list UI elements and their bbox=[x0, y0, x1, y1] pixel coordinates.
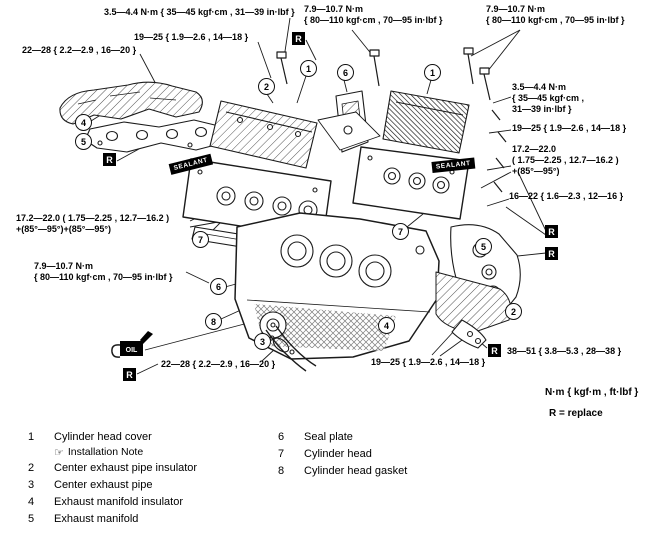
torque-1925-bottom: 19—25 { 1.9—2.6 , 14—18 } bbox=[371, 357, 486, 367]
torque-3544-right: 3.5—4.4 N·m { 35—45 kgf·cm , 31—39 in·lb… bbox=[512, 82, 585, 114]
torque-1622-right: 16—22 { 1.6—2.3 , 12—16 } bbox=[509, 191, 624, 201]
callout-8: 8 bbox=[205, 313, 222, 330]
legend-right-column: 6 Seal plate 7 Cylinder head 8 Cylinder … bbox=[278, 428, 407, 479]
replace-marker: R bbox=[488, 344, 501, 357]
callout-2: 2 bbox=[258, 78, 275, 95]
replace-marker: R bbox=[545, 247, 558, 260]
legend-item-label: Cylinder head cover bbox=[54, 430, 152, 443]
legend-item-7: 7 Cylinder head bbox=[278, 445, 407, 462]
legend-item-number: 2 bbox=[28, 461, 35, 474]
installation-note-label: Installation Note bbox=[67, 446, 144, 458]
torque-head-bolts-right: 17.2—22.0 ( 1.75—2.25 , 12.7—16.2 ) +(85… bbox=[512, 144, 619, 176]
legend-item-number: 5 bbox=[28, 512, 35, 525]
replace-marker: R bbox=[292, 32, 305, 45]
torque-head-bolts-left: 17.2—22.0 ( 1.75—2.25 , 12.7—16.2 ) +(85… bbox=[16, 213, 170, 234]
replace-marker: R bbox=[103, 153, 116, 166]
callout-7: 7 bbox=[392, 223, 409, 240]
units-note: N·m { kgf·m , ft·lbf } bbox=[545, 387, 639, 398]
legend-item-6: 6 Seal plate bbox=[278, 428, 407, 445]
torque-7910-top-mid: 7.9—10.7 N·m { 80—110 kgf·cm , 70—95 in·… bbox=[304, 4, 443, 25]
callout-4: 4 bbox=[378, 317, 395, 334]
callout-5: 5 bbox=[75, 133, 92, 150]
callout-1: 1 bbox=[300, 60, 317, 77]
legend-item-number: 6 bbox=[278, 430, 285, 443]
installation-note-icon: ☞ bbox=[54, 446, 64, 459]
installation-note-row: ☞ Installation Note bbox=[28, 445, 197, 459]
exhaust-manifold-insulator-left-art bbox=[59, 81, 203, 125]
legend-item-number: 4 bbox=[28, 495, 35, 508]
legend-item-label: Center exhaust pipe bbox=[54, 478, 153, 491]
legend-item-label: Cylinder head gasket bbox=[304, 464, 408, 477]
torque-7910-top-right: 7.9—10.7 N·m { 80—110 kgf·cm , 70—95 in·… bbox=[486, 4, 625, 25]
legend-item-label: Center exhaust pipe insulator bbox=[54, 461, 198, 474]
legend-left-column: 1 Cylinder head cover ☞ Installation Not… bbox=[28, 428, 197, 527]
oil-can-icon: OIL bbox=[111, 331, 153, 358]
cylinder-head-cover-left-art bbox=[209, 100, 318, 169]
torque-19-25-top-left: 19—25 { 1.9—2.6 , 14—18 } bbox=[134, 32, 249, 42]
legend-item-5: 5 Exhaust manifold bbox=[28, 510, 197, 527]
callout-2: 2 bbox=[505, 303, 522, 320]
legend-item-label: Exhaust manifold insulator bbox=[54, 495, 184, 508]
legend-item-8: 8 Cylinder head gasket bbox=[278, 462, 407, 479]
bolts-art bbox=[276, 47, 507, 193]
center-exhaust-pipe-art bbox=[265, 325, 317, 372]
legend-item-number: 7 bbox=[278, 447, 285, 460]
legend-item-4: 4 Exhaust manifold insulator bbox=[28, 493, 197, 510]
legend-item-label: Exhaust manifold bbox=[54, 512, 139, 525]
callout-7: 7 bbox=[192, 231, 209, 248]
legend-item-number: 1 bbox=[28, 430, 35, 443]
legend-item-2: 2 Center exhaust pipe insulator bbox=[28, 459, 197, 476]
torque-7910-left: 7.9—10.7 N·m { 80—110 kgf·cm , 70—95 in·… bbox=[34, 261, 173, 282]
callout-1: 1 bbox=[424, 64, 441, 81]
replace-note: R = replace bbox=[549, 408, 603, 419]
pipe-flange-art bbox=[451, 319, 487, 349]
legend-item-1: 1 Cylinder head cover bbox=[28, 428, 197, 445]
torque-1925-right: 19—25 { 1.9—2.6 , 14—18 } bbox=[512, 123, 627, 133]
exhaust-manifold-left-art bbox=[84, 119, 228, 153]
legend-item-3: 3 Center exhaust pipe bbox=[28, 476, 197, 493]
callout-5: 5 bbox=[475, 238, 492, 255]
oil-label: OIL bbox=[126, 347, 138, 354]
cylinder-head-right-art bbox=[352, 146, 470, 220]
cylinder-head-cover-right-art bbox=[382, 90, 470, 154]
torque-22-28-left: 22—28 { 2.2—2.9 , 16—20 } bbox=[22, 45, 137, 55]
callout-6: 6 bbox=[337, 64, 354, 81]
torque-3851-bottom-right: 38—51 { 3.8—5.3 , 28—38 } bbox=[507, 346, 622, 356]
legend-item-number: 3 bbox=[28, 478, 35, 491]
torque-2228-bottom: 22—28 { 2.2—2.9 , 16—20 } bbox=[161, 359, 276, 369]
replace-marker: R bbox=[545, 225, 558, 238]
callout-4: 4 bbox=[75, 114, 92, 131]
legend-item-label: Seal plate bbox=[304, 430, 353, 443]
torque-valve-cover-top-left: 3.5—4.4 N·m { 35—45 kgf·cm , 31—39 in·lb… bbox=[104, 7, 295, 17]
exhaust-manifold-insulator-right-art bbox=[435, 271, 512, 334]
replace-marker: R bbox=[123, 368, 136, 381]
legend-item-number: 8 bbox=[278, 464, 285, 477]
legend-item-label: Cylinder head bbox=[304, 447, 372, 460]
callout-3: 3 bbox=[254, 333, 271, 350]
callout-6: 6 bbox=[210, 278, 227, 295]
